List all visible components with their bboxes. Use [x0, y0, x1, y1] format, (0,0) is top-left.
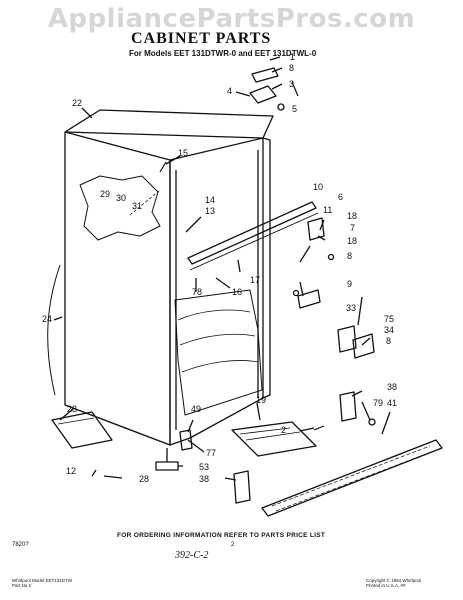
bottom-hinge [337, 325, 357, 353]
evaporator-tray [174, 289, 263, 416]
callout-3: 3 [289, 79, 294, 89]
callout-30: 30 [116, 193, 126, 203]
drain-pan [231, 421, 317, 457]
callout-34: 34 [384, 325, 394, 335]
callout-22: 22 [72, 98, 82, 108]
grille-clip-upper [339, 391, 357, 422]
callout-24: 24 [42, 314, 52, 324]
callout-15: 15 [178, 148, 188, 158]
publication-info: Whirlpool Model EET131DTW Part No 2 [12, 578, 72, 588]
callout-53: 53 [199, 462, 209, 472]
cabinet-front-edge [64, 131, 264, 161]
cabinet-front-opening [169, 160, 264, 446]
diagram-code: 7820? [12, 542, 29, 548]
copyright-line: Copyright © 1984 Whirlpool [366, 578, 422, 583]
cabinet-top [64, 109, 274, 139]
callout-38a: 38 [387, 382, 397, 392]
roller-bracket [51, 411, 113, 449]
callout-6: 6 [338, 192, 343, 202]
ordering-note: FOR ORDERING INFORMATION REFER TO PARTS … [117, 532, 326, 539]
callout-8: 8 [289, 63, 294, 73]
callout-9: 9 [347, 279, 352, 289]
inner-divider [175, 150, 259, 430]
copyright-info: Copyright © 1984 Whirlpool Printed in U.… [366, 578, 421, 588]
callout-4: 4 [227, 86, 232, 96]
callout-10: 10 [313, 182, 323, 192]
callout-77: 77 [206, 448, 216, 458]
cabinet-right-flange [262, 137, 271, 399]
publication-line: Whirlpool Model EET131DTW [12, 578, 73, 583]
callout-79: 79 [373, 398, 383, 408]
callout-38b: 38 [199, 474, 209, 484]
callout-13: 13 [205, 206, 215, 216]
callout-11: 11 [323, 205, 332, 215]
page-title: CABINET PARTS [131, 30, 272, 47]
callout-31: 31 [132, 201, 142, 211]
callout-23: 23 [67, 404, 77, 414]
handwritten-code: 392-C-2 [175, 550, 209, 561]
toe-grille [261, 439, 443, 517]
callout-49: 49 [191, 404, 201, 414]
callout-29: 29 [100, 189, 110, 199]
watermark: AppliancePartsPros.com [47, 4, 416, 34]
callout-7: 7 [350, 223, 355, 233]
callout-8c: 8 [386, 336, 391, 346]
hinge-bracket-lower [179, 429, 193, 451]
callout-5: 5 [292, 104, 297, 114]
crossbar [187, 201, 317, 265]
callout-8b: 8 [347, 251, 352, 261]
callout-1: 1 [290, 52, 295, 62]
callout-17: 17 [250, 275, 260, 285]
callout-18b: 18 [347, 236, 357, 246]
callout-78: 78 [192, 287, 202, 297]
top-hinge [251, 67, 279, 83]
drain-tube [47, 264, 61, 396]
callout-33: 33 [346, 303, 356, 313]
center-hinge [307, 217, 325, 241]
model-line: For Models EET 131DTWR-0 and EET 131DTWL… [129, 49, 317, 58]
callout-14: 14 [205, 195, 215, 205]
callout-2: 2 [281, 425, 286, 435]
callout-28: 28 [139, 474, 149, 484]
callout-12: 12 [66, 466, 76, 476]
copyright-line: Printed in U.S.A. ## [366, 583, 406, 588]
callout-18a: 18 [347, 211, 357, 221]
callout-19: 19 [256, 395, 266, 405]
page-number: 2 [231, 542, 235, 548]
callout-41: 41 [387, 398, 397, 408]
callout-16: 16 [232, 287, 242, 297]
detail-inset [79, 175, 161, 241]
callout-75: 75 [384, 314, 394, 324]
grille-clip-lower [233, 470, 251, 504]
leveling-leg [155, 448, 179, 471]
publication-line: Part No 2 [12, 583, 32, 588]
